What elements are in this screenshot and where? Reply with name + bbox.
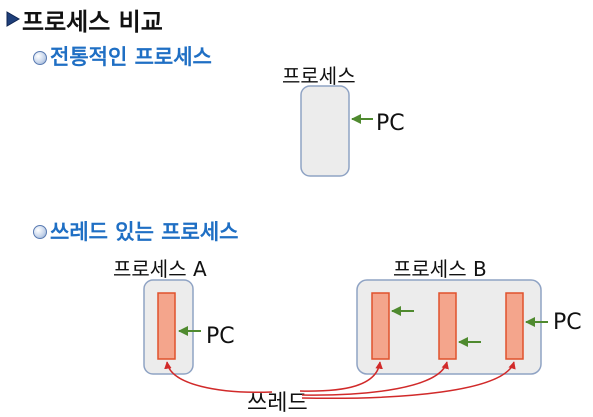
process-a-thread <box>157 292 176 360</box>
traditional-process-box <box>300 85 350 177</box>
traditional-process-label: 프로세스 <box>282 64 356 88</box>
traditional-pc-label: PC <box>376 111 405 136</box>
process-b-thread-3 <box>505 292 524 360</box>
slide-title: 프로세스 비교 <box>22 8 163 36</box>
circle-bullet-icon <box>33 225 47 239</box>
process-b-thread-2 <box>438 292 457 360</box>
process-b-pc-label: PC <box>553 310 582 335</box>
thread-arrow-to-process-a <box>164 361 273 394</box>
thread-label: 쓰레드 <box>247 391 308 416</box>
circle-bullet-icon <box>33 51 47 65</box>
process-b-label: 프로세스 B <box>393 257 487 281</box>
traditional-process-heading: 전통적인 프로세스 <box>50 45 212 69</box>
thread-arrow-to-process-b-1 <box>299 361 383 392</box>
thread-arrow-to-process-b-2 <box>301 361 449 396</box>
process-b-thread-1 <box>371 292 390 360</box>
process-a-pc-label: PC <box>206 324 235 349</box>
threaded-process-heading: 쓰레드 있는 프로세스 <box>50 220 239 244</box>
triangle-bullet-icon <box>6 11 20 27</box>
thread-arrow-to-process-b-3 <box>301 361 516 400</box>
process-a-label: 프로세스 A <box>113 257 207 281</box>
